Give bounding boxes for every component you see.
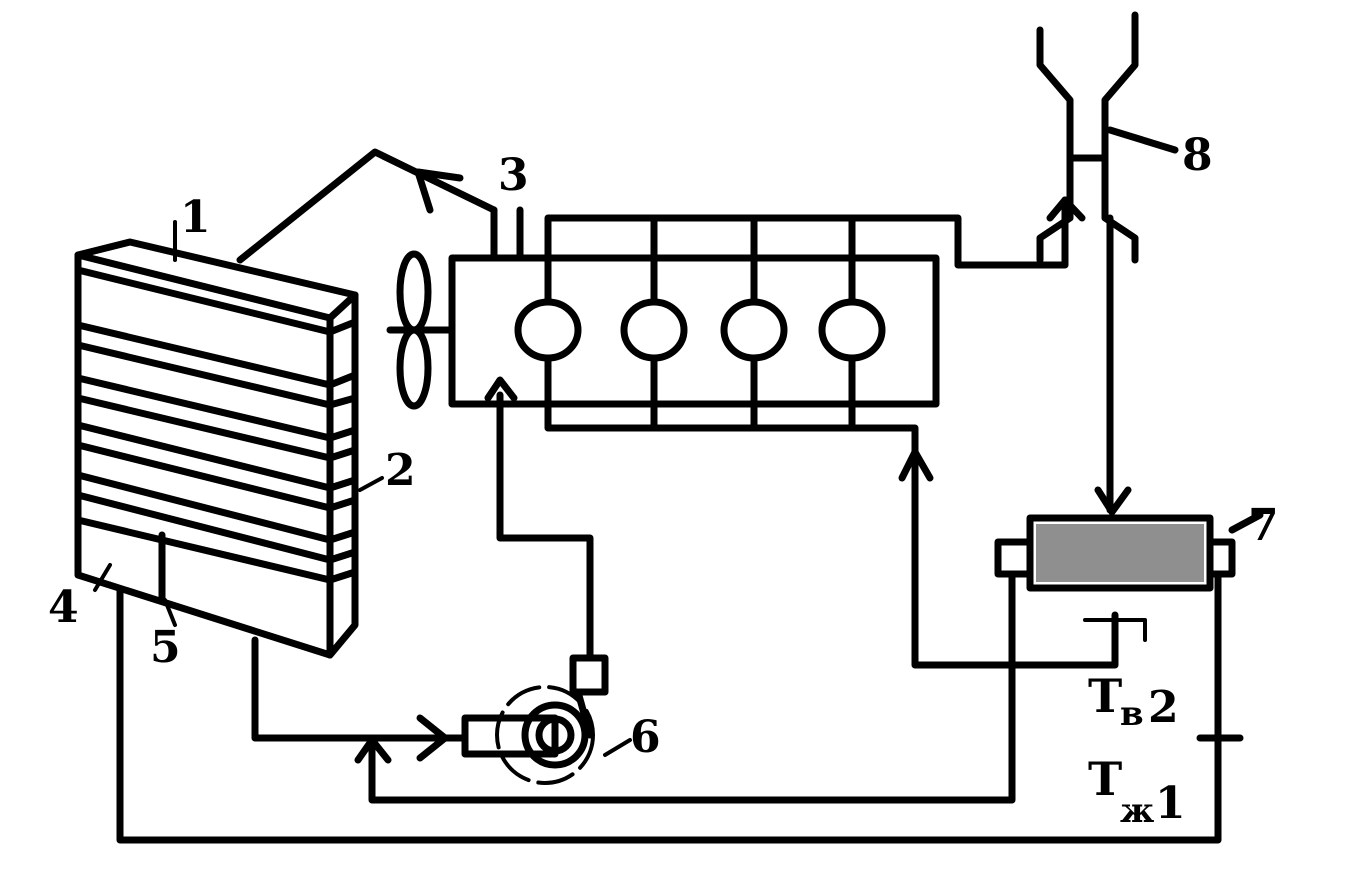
label-5-leader xyxy=(163,598,177,627)
flow-arrow-exhaust xyxy=(898,448,934,482)
flow-arrow-return xyxy=(354,736,392,764)
liquid-temp-index: 1 xyxy=(1155,778,1186,829)
flow-arrow-into-pump xyxy=(416,714,449,762)
label-1: 1 xyxy=(180,192,211,243)
heat-exchanger xyxy=(994,511,1264,642)
radiator-to-pump-line xyxy=(251,636,469,742)
air-temp-subscript: в xyxy=(1120,694,1144,734)
label-5: 5 xyxy=(150,622,181,673)
air-temp-label: T в 2 xyxy=(1088,669,1179,734)
label-2-leader xyxy=(358,476,384,492)
drain-line xyxy=(116,570,1222,844)
pump xyxy=(461,654,632,785)
flow-arrow-into-engine xyxy=(484,376,518,402)
label-8-leader xyxy=(1106,126,1179,154)
cylinder-2 xyxy=(620,298,688,362)
fan xyxy=(386,250,456,410)
air-temp-symbol: T xyxy=(1088,669,1122,723)
label-8: 8 xyxy=(1182,130,1213,181)
air-temp-index: 2 xyxy=(1148,682,1179,733)
label-4: 4 xyxy=(48,582,79,633)
hot-coolant-line xyxy=(236,148,498,264)
cooler-return-line xyxy=(368,570,1016,804)
engine xyxy=(448,196,1119,669)
liquid-temp-symbol: T xyxy=(1088,752,1122,806)
label-2: 2 xyxy=(385,445,416,496)
liquid-temp-subscript: ж xyxy=(1120,791,1154,831)
radiator-fins xyxy=(74,266,359,584)
label-3: 3 xyxy=(498,150,529,201)
flow-arrow-into-cooler xyxy=(1094,486,1132,516)
cylinder-3 xyxy=(720,298,788,362)
cylinder-1 xyxy=(514,298,582,362)
turbocharger xyxy=(1036,11,1179,516)
label-7-leader xyxy=(1228,511,1264,534)
label-6: 6 xyxy=(630,712,661,763)
radiator xyxy=(74,238,359,659)
flow-arrow-to-radiator xyxy=(414,168,464,214)
label-7: 7 xyxy=(1248,500,1279,551)
label-6-leader xyxy=(603,738,632,757)
label-4-leader xyxy=(93,563,112,592)
liquid-temp-label: T ж 1 xyxy=(1088,752,1186,831)
cylinder-4 xyxy=(818,298,886,362)
flow-arrow-into-turbo xyxy=(1046,196,1086,222)
pump-to-engine-line xyxy=(496,391,594,662)
